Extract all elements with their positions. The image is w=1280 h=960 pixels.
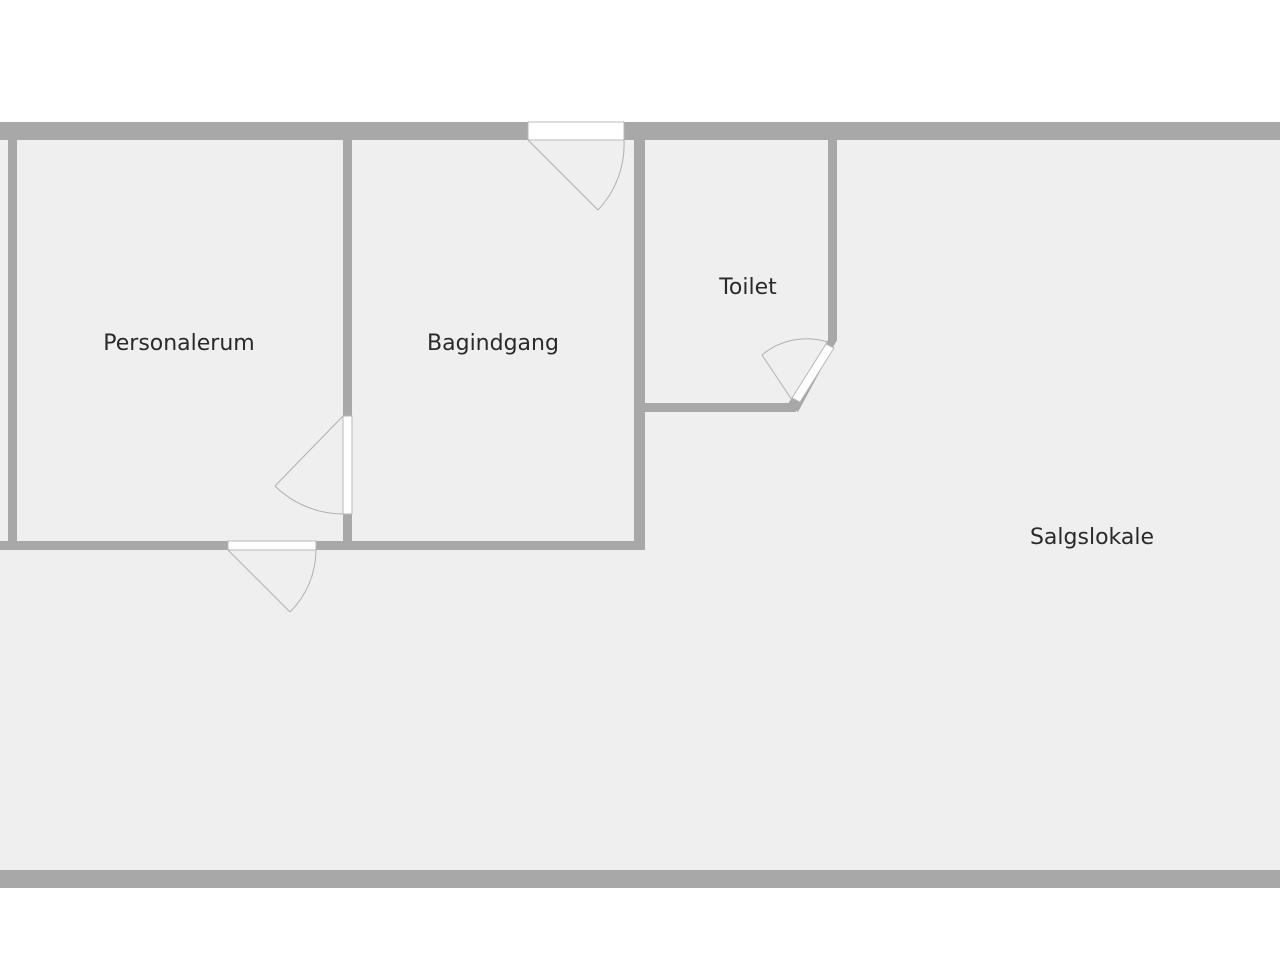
room-label-salgslokale: Salgslokale — [1030, 525, 1154, 550]
wall-left — [8, 122, 17, 550]
wall-bagindgang-right — [634, 122, 645, 550]
room-labels: Personalerum Bagindgang Toilet Salgsloka… — [103, 275, 1154, 550]
room-label-toilet: Toilet — [718, 275, 777, 300]
door-toilet — [791, 343, 835, 403]
door-bagindgang-exterior — [527, 121, 625, 141]
door-leaf — [527, 139, 599, 211]
door-arc — [761, 338, 829, 356]
door-leaf — [274, 415, 344, 487]
door-arc — [597, 139, 625, 211]
floor-salgslokale — [0, 140, 1280, 870]
door-leaf — [761, 354, 793, 401]
door-leaf — [227, 549, 291, 613]
door-arc — [289, 549, 317, 613]
wall-bottom — [0, 870, 1280, 888]
door-arc — [274, 485, 344, 515]
door-personalerum-salgslokale — [227, 540, 317, 551]
walls — [0, 122, 1280, 888]
room-label-personalerum: Personalerum — [103, 331, 254, 356]
wall-toilet-right — [828, 122, 837, 340]
floor-left-strip — [0, 140, 8, 541]
floors — [0, 140, 1280, 870]
wall-rooms-bottom — [0, 541, 645, 550]
doors — [227, 121, 835, 613]
floor-personalerum — [17, 140, 344, 541]
wall-toilet-bottom — [645, 403, 796, 412]
door-personalerum-bagindgang — [342, 415, 353, 515]
floor-bagindgang — [352, 140, 634, 541]
floor-toilet — [645, 140, 828, 403]
wall-personalerum-bagindgang — [343, 122, 352, 550]
room-label-bagindgang: Bagindgang — [427, 331, 559, 356]
